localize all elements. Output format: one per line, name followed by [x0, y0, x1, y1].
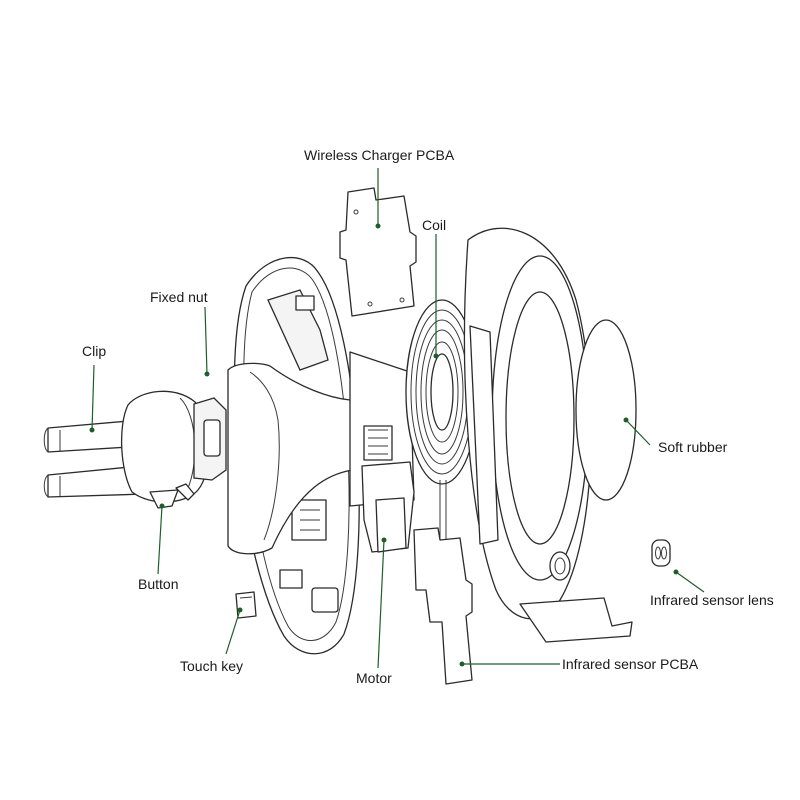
label-button: Button: [138, 576, 178, 592]
label-clip: Clip: [82, 343, 106, 359]
label-infrared-sensor-pcba: Infrared sensor PCBA: [562, 656, 699, 672]
coil-part: [405, 299, 479, 560]
ball-joint-part: [120, 390, 227, 509]
label-fixed-nut: Fixed nut: [150, 289, 208, 305]
clip-part: [43, 419, 147, 498]
label-wireless-charger-pcba: Wireless Charger PCBA: [304, 147, 455, 163]
wireless-charger-pcba-part: [339, 187, 417, 317]
label-touch-key: Touch key: [180, 658, 243, 674]
label-soft-rubber: Soft rubber: [658, 439, 728, 455]
label-coil: Coil: [422, 217, 446, 233]
label-motor: Motor: [356, 670, 392, 686]
infrared-sensor-pcba-part: [413, 527, 473, 685]
front-faceplate-part: [463, 227, 633, 643]
soft-rubber-part: [575, 319, 637, 501]
leader-lines: [89, 168, 705, 669]
label-infrared-sensor-lens: Infrared sensor lens: [650, 592, 774, 608]
motor-part: [361, 461, 415, 553]
infrared-sensor-lens-part: [651, 539, 671, 567]
